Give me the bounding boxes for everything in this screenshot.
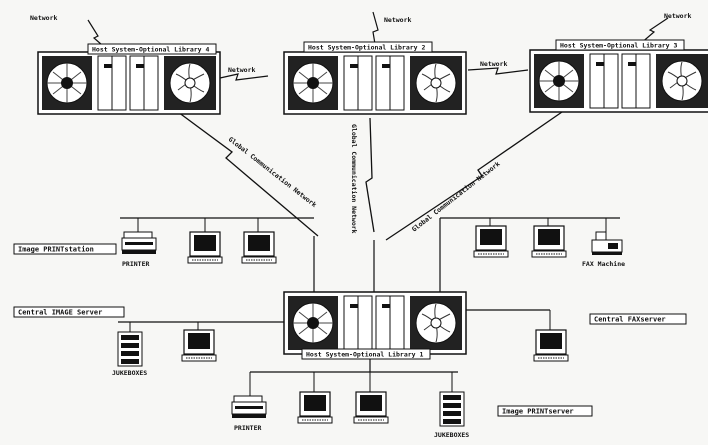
host-label-1: Host System-Optional Library 1 <box>306 351 423 359</box>
global-link-right-label: Global Communication Network <box>410 160 501 234</box>
central-image-server-label: Central IMAGE Server <box>18 309 102 317</box>
fax-machine-device <box>591 231 623 256</box>
host-2-label-box <box>303 41 433 53</box>
network-label-top-right: Network <box>664 12 691 20</box>
printer-top-device <box>121 231 157 255</box>
central-faxserver-label: Central FAXserver <box>594 316 666 324</box>
image-printserver-label: Image PRINTserver <box>502 408 574 416</box>
jukeboxes-left-label: JUKEBOXES <box>112 369 147 377</box>
printer-bottom-label: PRINTER <box>234 424 261 432</box>
host-library-2 <box>283 51 467 115</box>
jukebox-bottom-device <box>439 391 465 427</box>
printer-top-label: PRINTER <box>122 260 149 268</box>
pc-bottom-1 <box>297 391 333 424</box>
host-1-label-box <box>301 348 431 360</box>
host-library-1 <box>283 291 467 355</box>
network-label-link-2-3: Network <box>480 60 507 68</box>
global-link-center-label: Global Communication Network <box>350 124 358 234</box>
network-label-top-left: Network <box>30 14 57 22</box>
pc-top-left-2 <box>241 231 277 264</box>
pc-fax-server <box>533 329 569 362</box>
pc-bottom-2 <box>353 391 389 424</box>
network-label-link-1-2: Network <box>228 66 255 74</box>
host-library-3 <box>529 49 708 113</box>
printer-bottom-device <box>231 395 267 419</box>
host-3-label-box <box>555 39 685 51</box>
host-label-4: Host System-Optional Library 4 <box>92 46 209 54</box>
image-printstation-label: Image PRINTstation <box>18 246 94 254</box>
jukebox-left-device <box>117 331 143 367</box>
network-label-top-center: Network <box>384 16 411 24</box>
host-4-label-box <box>87 43 217 55</box>
fax-machine-label: FAX Machine <box>582 260 625 268</box>
pc-top-right-2 <box>531 225 567 258</box>
pc-left-server <box>181 329 217 362</box>
host-library-4 <box>37 51 221 115</box>
host-label-3: Host System-Optional Library 3 <box>560 42 677 50</box>
pc-top-left-1 <box>187 231 223 264</box>
jukeboxes-bottom-label: JUKEBOXES <box>434 431 469 439</box>
host-label-2: Host System-Optional Library 2 <box>308 44 425 52</box>
pc-top-right-1 <box>473 225 509 258</box>
